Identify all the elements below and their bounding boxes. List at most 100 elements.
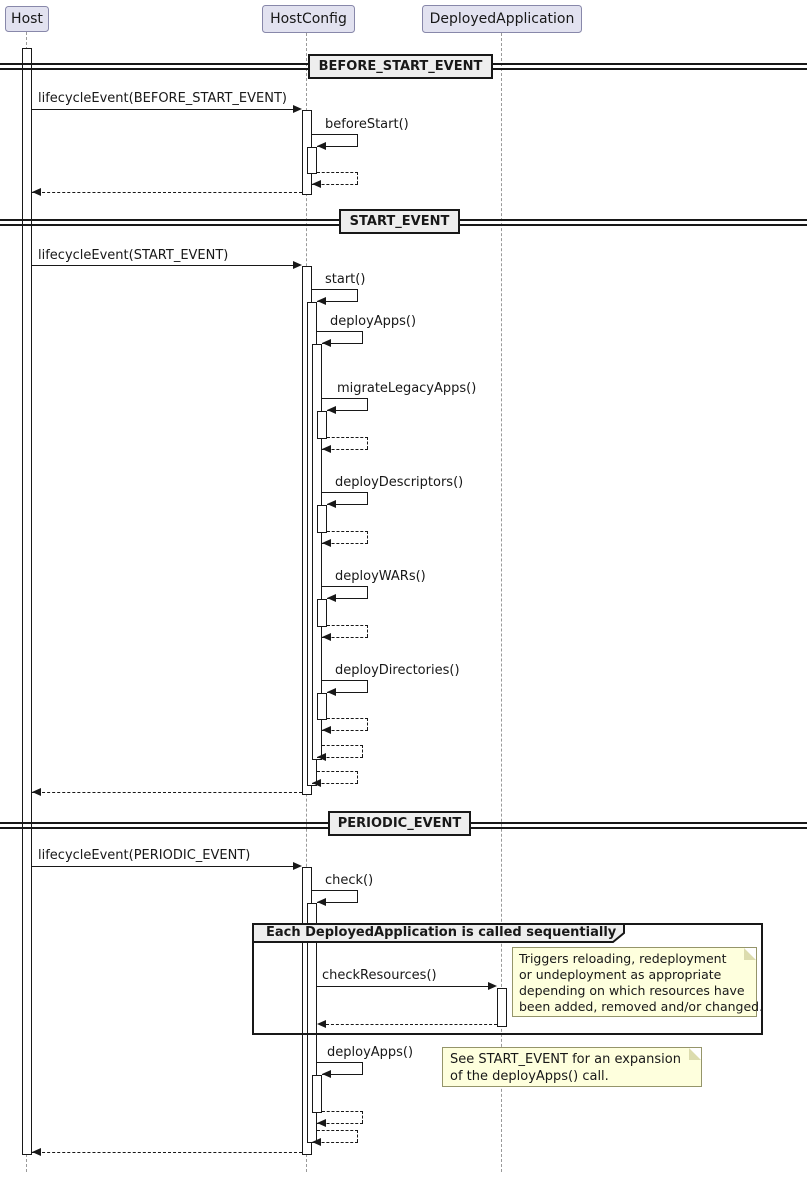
message-label-migratelegacyapps: migrateLegacyApps() [337,381,477,396]
divider-periodic-event: PERIODIC_EVENT [328,811,471,836]
self-call-line [312,890,358,891]
activation-bar-deploydirectories [317,693,327,720]
self-call-line [327,692,368,693]
note-line: Triggers reloading, redeployment [519,951,727,966]
return-line [327,625,368,626]
arrowhead-right [293,105,302,113]
arrowhead-left [32,788,41,796]
activation-bar-host [22,48,32,1155]
self-call-line [327,504,368,505]
arrowhead-left [312,1138,321,1146]
return-line [362,745,363,757]
message-label-lifecycle-before-start: lifecycleEvent(BEFORE_START_EVENT) [38,91,287,106]
self-call-line [312,134,358,135]
return-line [367,718,368,730]
arrowhead-left [312,180,321,188]
message-label-beforestart: beforeStart() [325,117,409,132]
arrowhead-left [317,297,326,305]
message-label-lifecycle-start: lifecycleEvent(START_EVENT) [38,248,229,263]
return-line [317,771,358,772]
arrowhead-left [312,779,321,787]
return-line [322,637,368,638]
return-line [326,1024,497,1025]
self-call-line [367,586,368,599]
return-line [322,543,368,544]
message-label-lifecycle-periodic: lifecycleEvent(PERIODIC_EVENT) [38,848,251,863]
return-line [312,1142,358,1143]
self-call-line [357,289,358,302]
arrowhead-left [327,406,336,414]
arrowhead-left [32,188,41,196]
return-line [367,625,368,637]
message-label-deploydescriptors: deployDescriptors() [335,475,464,490]
participant-host: Host [5,6,49,32]
return-line [327,718,368,719]
return-line [357,172,358,184]
divider-before-start-event: BEFORE_START_EVENT [308,54,493,79]
return-line [317,757,363,758]
activation-bar-beforestart [307,147,317,174]
arrowhead-left [322,726,331,734]
return-line [322,449,368,450]
self-call-line [327,598,368,599]
self-call-line [322,398,368,399]
self-call-line [327,410,368,411]
self-call-line [367,492,368,505]
return-line [317,172,358,173]
return-line-to-host [32,192,302,193]
group-title-tab [252,923,625,943]
return-line [322,1111,363,1112]
message-label-deployapps: deployApps() [330,314,417,329]
return-line [327,437,368,438]
return-line [357,771,358,783]
note-line: See START_EVENT for an expansion [450,1052,681,1067]
return-line [367,531,368,543]
arrowhead-left [322,1070,331,1078]
self-call-line [362,1062,363,1075]
message-label-checkresources: checkResources() [322,968,437,983]
arrowhead-left [317,1119,326,1127]
self-call-line [312,289,358,290]
return-line-to-host [32,792,302,793]
return-line [327,531,368,532]
self-call-line [357,134,358,147]
self-call-line [322,586,368,587]
note-check-resources: Triggers reloading, redeployment or unde… [512,947,763,1017]
return-line [317,1123,363,1124]
activation-bar-migratelegacyapps [317,411,327,439]
arrowhead-left [327,688,336,696]
self-call-line [367,680,368,693]
message-label-start: start() [325,272,366,287]
arrowhead-left [327,594,336,602]
arrowhead-left [317,1020,326,1028]
activation-bar-deployedapplication [497,988,507,1027]
activation-bar-deployapps-periodic [312,1075,322,1113]
arrowhead-left [327,500,336,508]
arrowhead-right [293,261,302,269]
return-line [367,437,368,449]
arrow-line [32,109,293,110]
note-line: or undeployment as appropriate [519,967,722,982]
note-line: depending on which resources have [519,983,745,998]
return-line [362,1111,363,1123]
return-line [322,730,368,731]
arrowhead-left [322,539,331,547]
divider-start-event: START_EVENT [339,209,460,234]
arrowhead-left [322,445,331,453]
return-line [357,1130,358,1142]
arrowhead-right [488,982,497,990]
self-call-line [317,331,363,332]
self-call-line [322,492,368,493]
self-call-line [322,680,368,681]
arrowhead-right [293,862,302,870]
return-line [312,783,358,784]
arrow-line [32,866,293,867]
self-call-line [357,890,358,903]
arrowhead-left [317,142,326,150]
return-line-to-host [32,1152,302,1153]
participant-deployedapplication: DeployedApplication [422,5,582,33]
arrowhead-left [317,898,326,906]
message-label-deploywars: deployWARs() [335,569,426,584]
message-label-check: check() [325,873,374,888]
